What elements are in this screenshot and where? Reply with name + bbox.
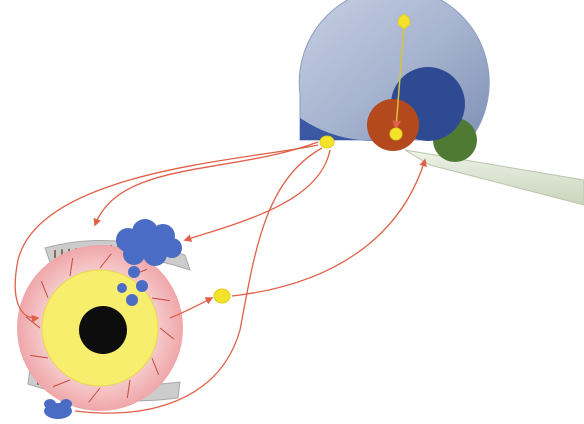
arrow-ovary-to-brain (232, 160, 425, 296)
spinal-stalk (405, 150, 584, 205)
ovarian-follicle-icon (17, 245, 183, 411)
pituitary-hormone-molecule-icon (390, 128, 402, 140)
hormone-molecule-brain-output-icon (320, 136, 334, 148)
pituitary-icon (367, 99, 419, 151)
hormone-molecule-ovary-output-icon (214, 289, 230, 303)
small-cell-cluster-icon (44, 399, 72, 419)
oocyte-icon (79, 306, 127, 354)
